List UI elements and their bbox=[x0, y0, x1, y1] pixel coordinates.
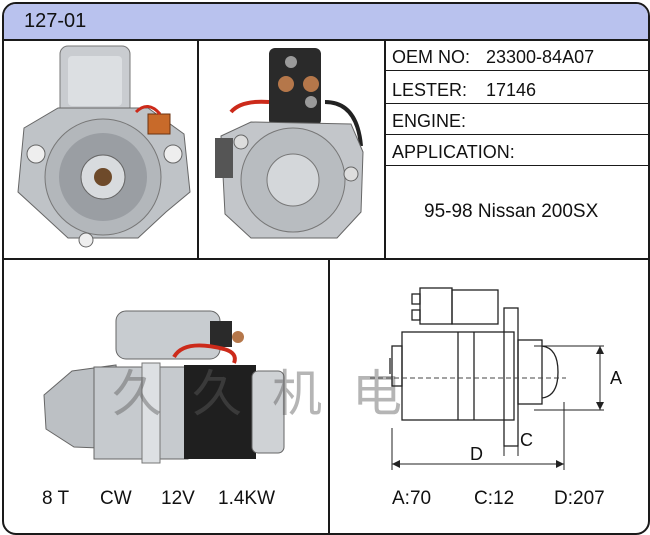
application-value: 95-98 Nissan 200SX bbox=[424, 201, 599, 222]
dimension-c-value: C:12 bbox=[474, 488, 515, 509]
lester-value: 17146 bbox=[486, 80, 537, 100]
engine-label: ENGINE: bbox=[392, 111, 467, 131]
watermark: 久久机电 bbox=[112, 365, 432, 423]
dimension-drawing: A C D bbox=[370, 287, 622, 470]
divider-top-vertical-2 bbox=[384, 39, 386, 259]
starter-front-photo bbox=[17, 45, 191, 248]
spec-row-divider-2 bbox=[384, 103, 648, 104]
header-bar: 127-01 bbox=[4, 4, 648, 41]
starter-rear-photo bbox=[215, 48, 364, 239]
dimension-d-label: D bbox=[470, 444, 483, 464]
spec-row-divider-3 bbox=[384, 134, 648, 135]
power-rating: 1.4KW bbox=[218, 488, 276, 509]
dimension-a-value: A:70 bbox=[392, 488, 432, 509]
dimension-c-label: C bbox=[520, 430, 533, 450]
dimension-a-label: A bbox=[610, 368, 622, 388]
spec-row-divider-4 bbox=[384, 165, 648, 166]
teeth-count: 8 T bbox=[42, 488, 70, 509]
lester-label: LESTER: bbox=[392, 80, 468, 100]
application-label: APPLICATION: bbox=[392, 142, 515, 162]
voltage: 12V bbox=[161, 488, 195, 509]
rotation: CW bbox=[100, 488, 132, 509]
divider-bottom-vertical bbox=[328, 258, 330, 533]
spec-row-divider-1 bbox=[384, 70, 648, 71]
dimension-d-value: D:207 bbox=[554, 488, 605, 509]
starter-side-photo bbox=[43, 310, 285, 464]
oem-no-label: OEM NO: bbox=[392, 47, 471, 67]
oem-no-value: 23300-84A07 bbox=[486, 47, 595, 67]
part-code: 127-01 bbox=[24, 10, 87, 32]
divider-middle-horizontal bbox=[4, 258, 648, 260]
divider-top-vertical-1 bbox=[197, 39, 199, 259]
